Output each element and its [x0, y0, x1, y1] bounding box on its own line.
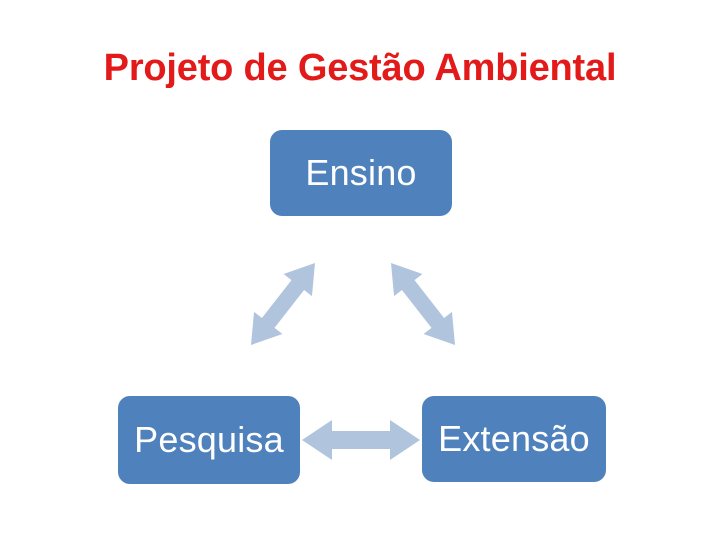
node-box-extensao[interactable]: Extensão	[422, 396, 606, 482]
double-arrow-extensao-ensino-icon[interactable]	[383, 250, 463, 358]
node-label-extensao: Extensão	[438, 418, 590, 459]
node-label-ensino: Ensino	[305, 152, 417, 193]
node-box-pesquisa[interactable]: Pesquisa	[118, 396, 300, 484]
page-title: Projeto de Gestão Ambiental	[103, 47, 617, 89]
node-label-pesquisa: Pesquisa	[134, 419, 284, 460]
double-arrow-pesquisa-extensao-icon[interactable]	[300, 414, 422, 466]
double-arrow-pesquisa-ensino-icon[interactable]	[243, 250, 323, 358]
node-box-ensino[interactable]: Ensino	[270, 130, 452, 216]
